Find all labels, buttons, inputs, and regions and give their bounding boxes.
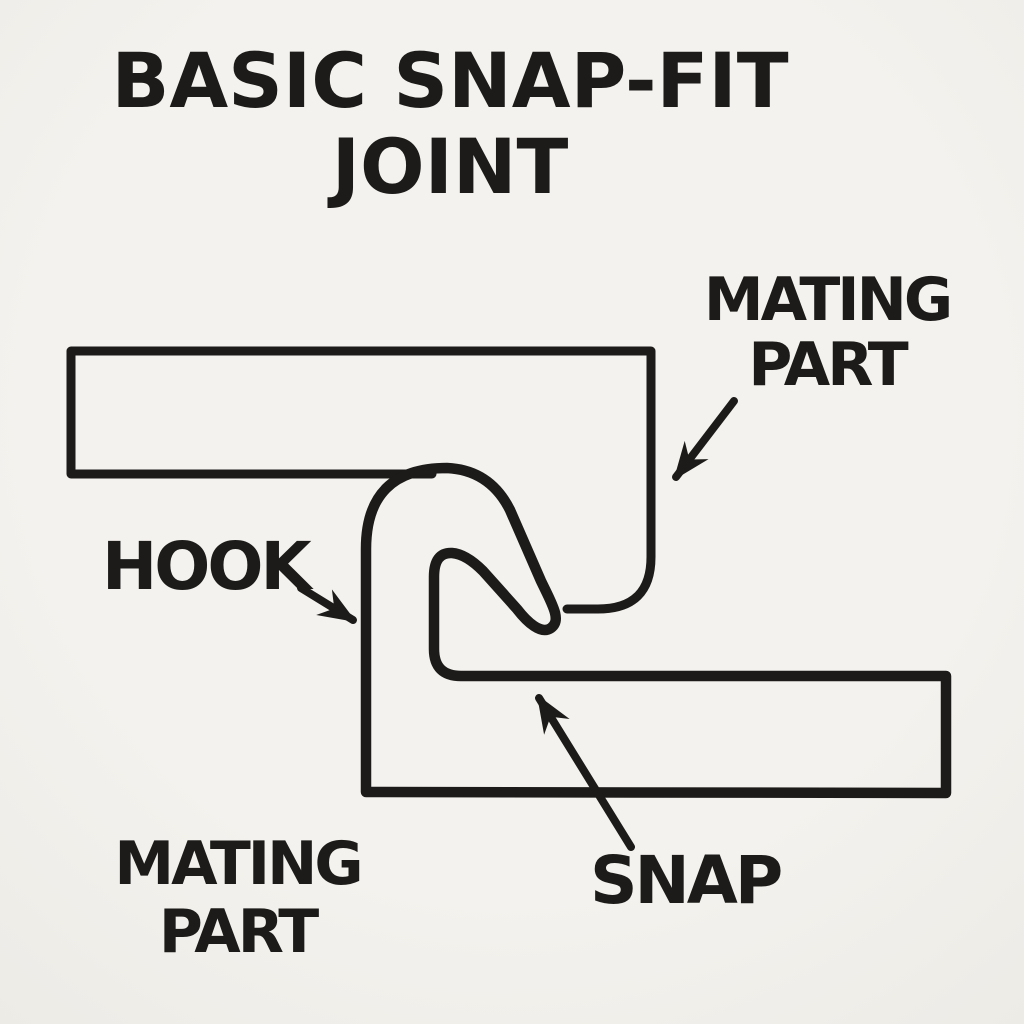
title-line-1: BASIC SNAP-FIT (111, 36, 789, 125)
mating-part-bottom-line-1: MATING (114, 829, 363, 899)
mating-part-bottom-label: MATING PART (85, 830, 390, 967)
mating-part-top-line-2: PART (748, 329, 908, 400)
mating-part-bottom-line-2: PART (158, 897, 319, 968)
snap-arrow (535, 694, 635, 851)
mating-part-top-label: MATING PART (662, 268, 992, 398)
mating-part-top-outline (66, 346, 656, 614)
hook-arrow (297, 584, 357, 624)
diagram-title: BASIC SNAP-FIT JOINT (50, 38, 850, 210)
title-line-2: JOINT (331, 121, 569, 211)
mating-part-top-line-1: MATING (703, 265, 953, 335)
snap-label: SNAP (590, 842, 783, 919)
hook-label: HOOK (102, 528, 312, 605)
mating-part-arrow (672, 397, 738, 481)
snap-beam-outline (360, 462, 952, 799)
